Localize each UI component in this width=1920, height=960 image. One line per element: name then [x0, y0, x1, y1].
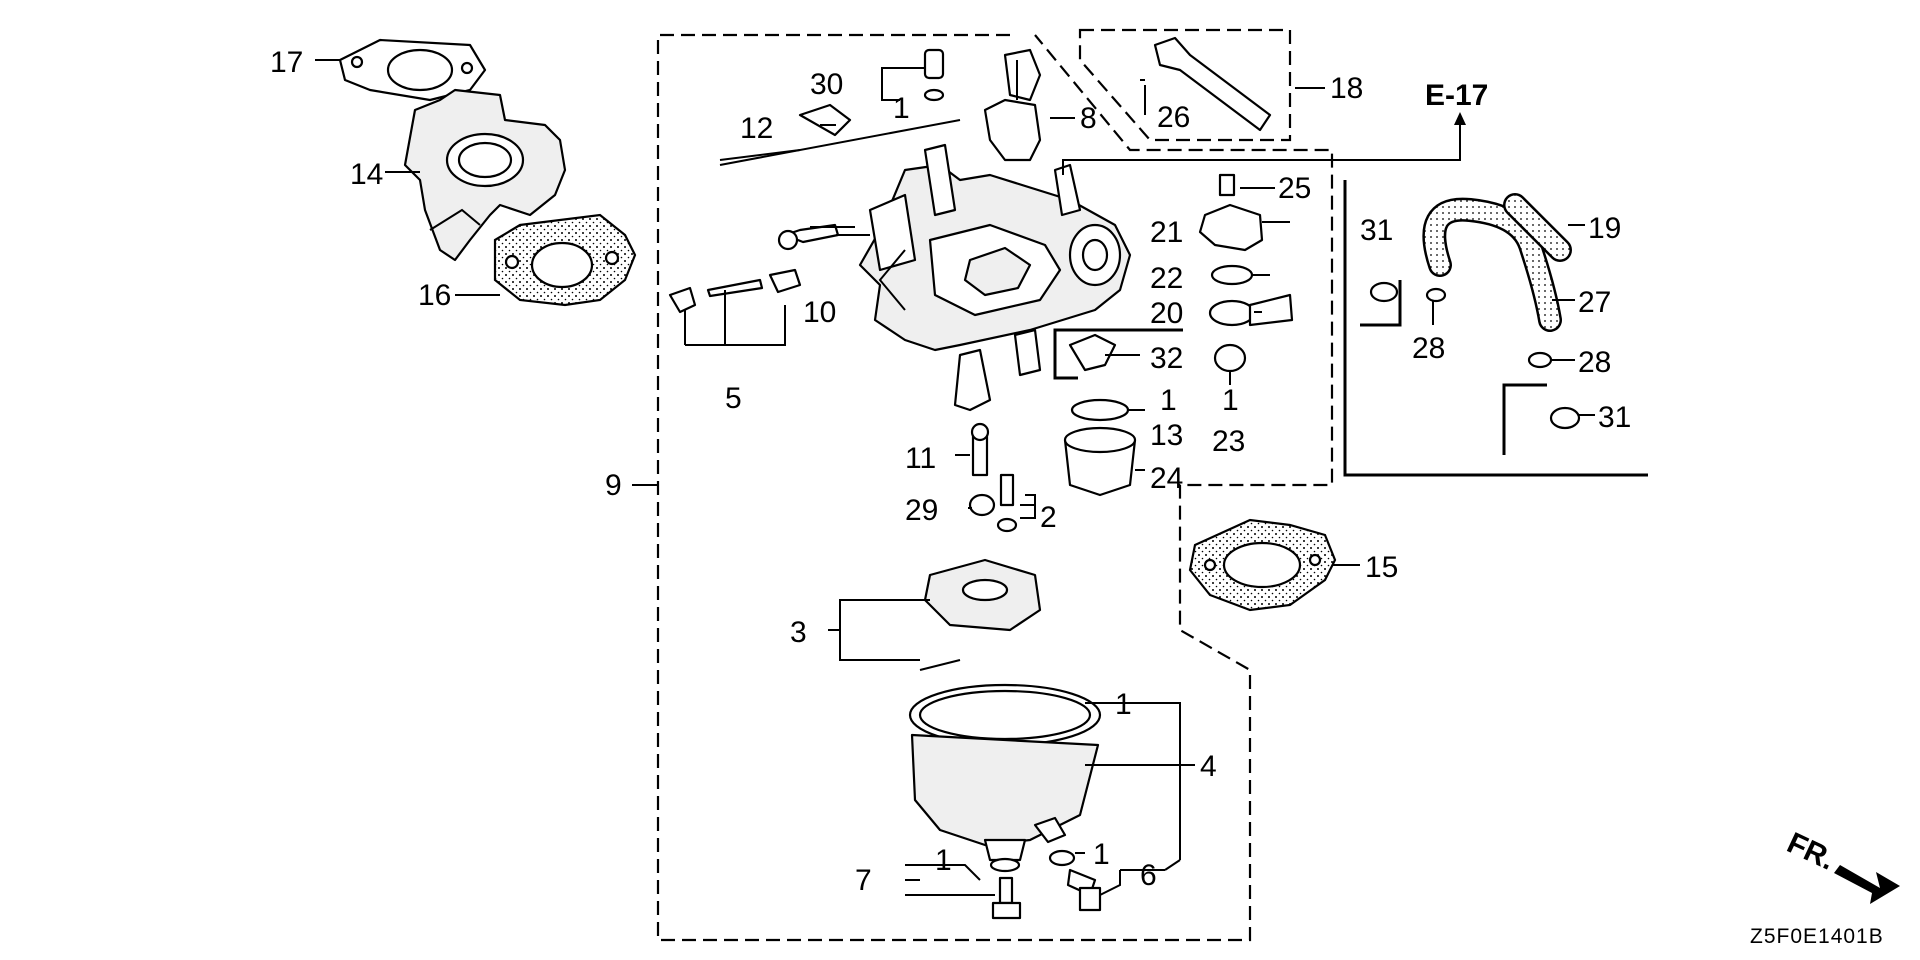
- callout-4: 4: [1200, 750, 1217, 783]
- bracket-32: [1053, 328, 1183, 380]
- callout-22: 22: [1150, 262, 1183, 295]
- diagram-code: Z5F0E1401B: [1750, 925, 1884, 948]
- part-3-float: [919, 558, 1042, 671]
- part-23-seal: [1213, 343, 1247, 373]
- callout-25: 25: [1278, 172, 1311, 205]
- clip-frame-31b: [1502, 383, 1547, 455]
- callout-2: 2: [1040, 501, 1057, 534]
- hose-group-frame: [1343, 180, 1648, 477]
- e17-arrow-head: [1454, 112, 1466, 125]
- carburetor-body: [858, 143, 1330, 412]
- part-27-hose: [1422, 197, 1562, 332]
- callout-1-jet-washer: 1: [893, 92, 910, 125]
- part-14-insulator: [403, 88, 567, 262]
- callout-11: 11: [905, 442, 936, 475]
- callout-1-bowl-gasket: 1: [1115, 688, 1132, 721]
- callout-13: 13: [1150, 419, 1183, 452]
- front-direction-label: FR.: [1782, 826, 1840, 876]
- part-28-clip-a: [1425, 287, 1447, 303]
- callout-3: 3: [790, 616, 807, 649]
- part-13-o-ring: [1070, 398, 1130, 422]
- callout-6: 6: [1140, 859, 1157, 892]
- part-32-valve: [1068, 333, 1117, 372]
- part-30-jet: [923, 48, 945, 102]
- callout-16: 16: [418, 279, 451, 312]
- callout-14: 14: [350, 158, 383, 191]
- callout-9: 9: [605, 469, 622, 502]
- callout-28-top: 28: [1412, 332, 1445, 365]
- callout-29: 29: [905, 494, 938, 527]
- callout-27: 27: [1578, 286, 1611, 319]
- part-4-float-bowl: [908, 683, 1102, 862]
- part-31-clamp-b: [1549, 406, 1581, 430]
- part-18-lever: [1153, 36, 1272, 132]
- part-22-washer: [1210, 264, 1254, 286]
- part-8-choke-lever: [983, 48, 1042, 162]
- callout-28-bottom: 28: [1578, 346, 1611, 379]
- callout-15: 15: [1365, 551, 1398, 584]
- callout-31-top: 31: [1360, 214, 1393, 247]
- callout-7: 7: [855, 864, 872, 897]
- part-15-gasket: [1188, 518, 1337, 612]
- callout-5: 5: [725, 382, 742, 415]
- part-31-clamp-a: [1369, 281, 1399, 303]
- callout-24: 24: [1150, 462, 1183, 495]
- callout-1-screw-washer: 1: [935, 844, 952, 877]
- callout-8: 8: [1080, 102, 1097, 135]
- part-21-cover: [1198, 203, 1264, 252]
- group-boundary-9: [656, 33, 1334, 942]
- reference-e17: E-17: [1425, 79, 1488, 112]
- callout-31-bottom: 31: [1598, 401, 1631, 434]
- callout-1-o-ring: 1: [1160, 384, 1177, 417]
- part-20-lever: [1208, 293, 1294, 327]
- callout-30: 30: [810, 68, 843, 101]
- part-24-chamber: [1063, 426, 1137, 497]
- part-16-gasket: [493, 213, 637, 307]
- part-5-pilot-screw: [668, 268, 802, 314]
- part-6-drain-screw: [1048, 849, 1102, 912]
- callout-21: 21: [1150, 216, 1183, 249]
- part-25-screw: [1218, 173, 1236, 197]
- callout-23: 23: [1212, 425, 1245, 458]
- part-10-screw: [777, 223, 840, 251]
- callout-1-drain-washer: 1: [1093, 838, 1110, 871]
- callout-32: 32: [1150, 342, 1183, 375]
- e17-arrow-line: [1330, 120, 1461, 161]
- callout-20: 20: [1150, 297, 1183, 330]
- part-28-clip-b: [1527, 351, 1553, 369]
- part-17-gasket: [338, 38, 487, 102]
- callout-26: 26: [1157, 101, 1190, 134]
- front-direction-arrow: [1834, 865, 1900, 904]
- callout-12: 12: [740, 112, 773, 145]
- callout-17: 17: [270, 46, 303, 79]
- callout-18: 18: [1330, 72, 1363, 105]
- callout-19: 19: [1588, 212, 1621, 245]
- part-11-nozzle: [970, 422, 990, 477]
- group-boundary-18: [1078, 28, 1292, 142]
- callout-10: 10: [803, 296, 836, 329]
- part-29-jet: [968, 493, 996, 517]
- part-7-screw: [989, 857, 1022, 920]
- part-12-link: [719, 103, 961, 166]
- callout-1-seal: 1: [1222, 384, 1239, 417]
- part-19-hose: [1503, 193, 1572, 262]
- part-2-float-valve: [996, 473, 1018, 533]
- leader-lines: [315, 59, 1595, 896]
